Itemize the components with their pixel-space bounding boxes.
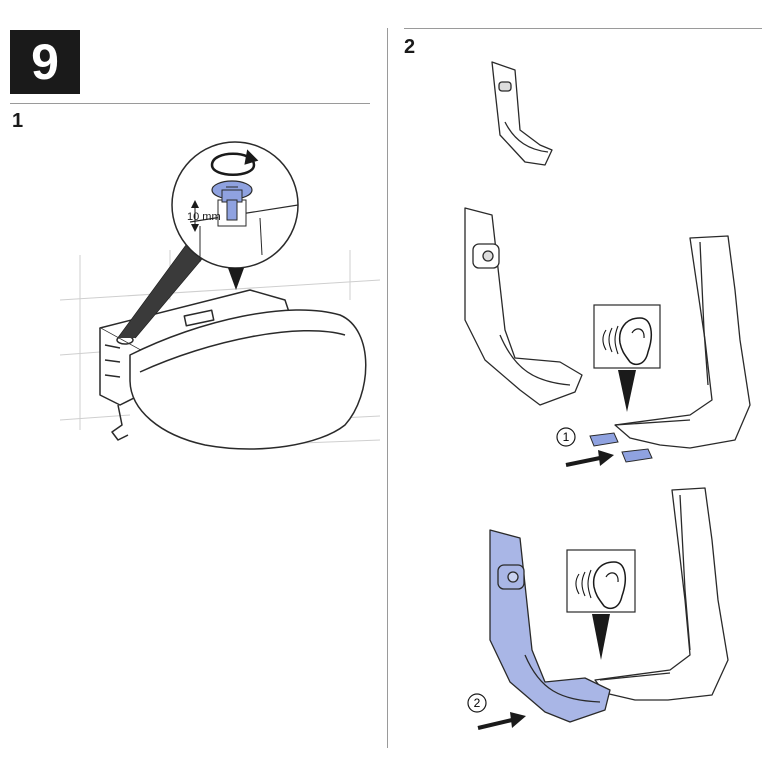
callout-1: 1 bbox=[557, 428, 575, 446]
arrow-right-icon bbox=[478, 712, 526, 728]
side-cover-part-top bbox=[492, 62, 552, 165]
callout-2: 2 bbox=[468, 694, 486, 712]
measurement-label: 10 mm bbox=[187, 211, 221, 223]
ear-icon bbox=[594, 305, 660, 412]
ear-icon bbox=[567, 550, 635, 660]
callout-2-label: 2 bbox=[474, 696, 481, 710]
side-cover-left bbox=[465, 208, 582, 405]
arrow-right-icon bbox=[566, 450, 614, 466]
callout-1-label: 1 bbox=[563, 430, 570, 444]
